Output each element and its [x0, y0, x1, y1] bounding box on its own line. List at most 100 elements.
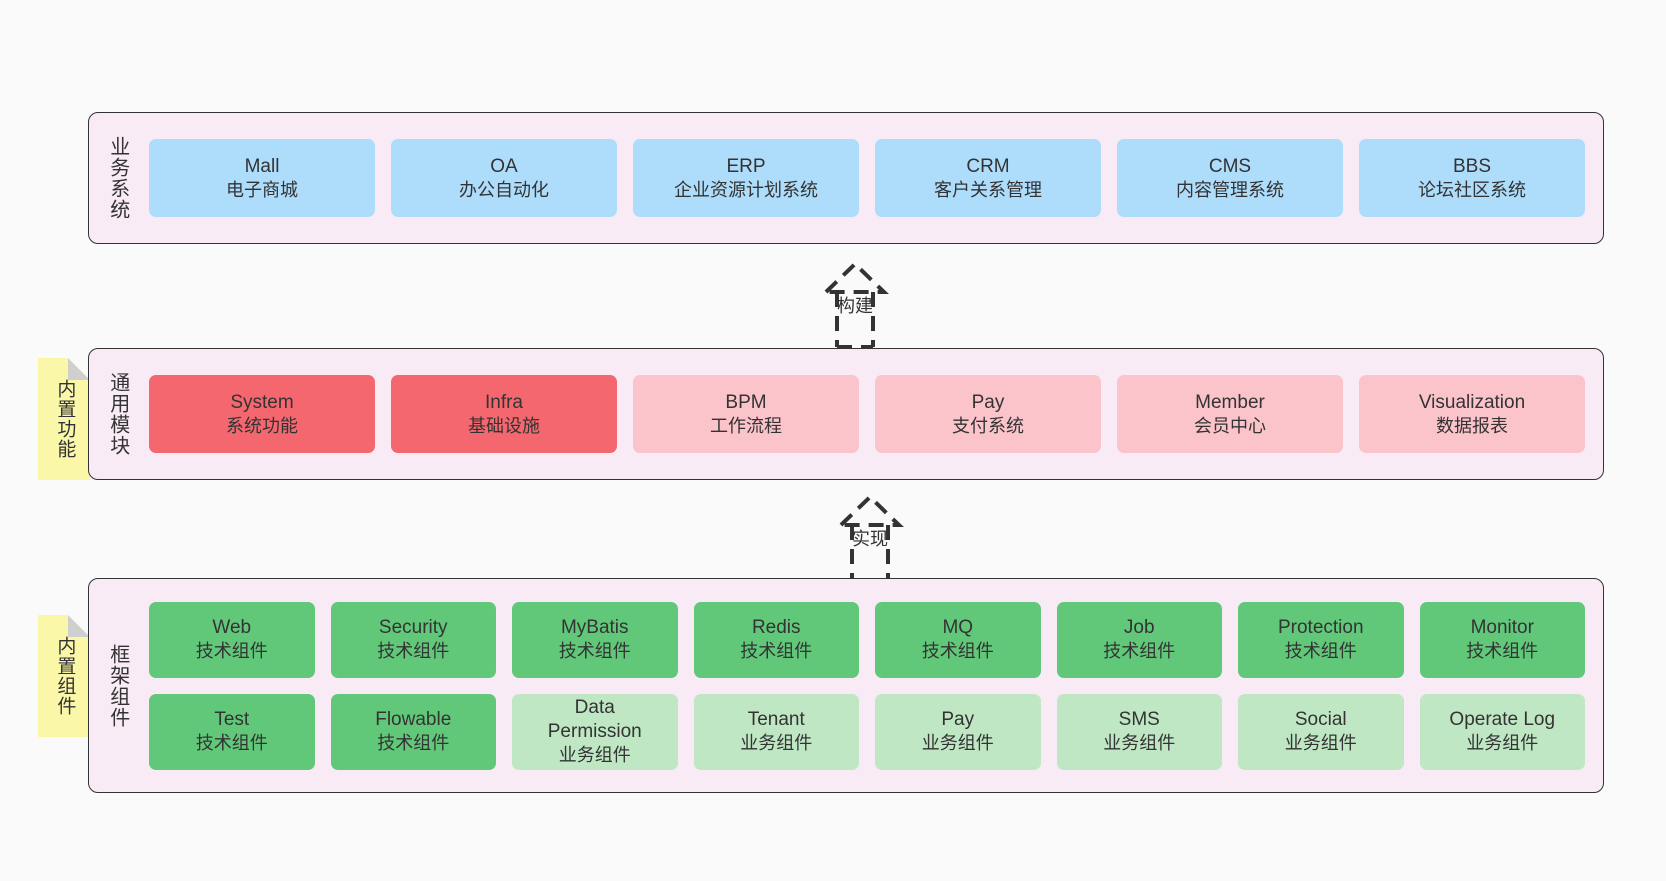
- card-mybatis[interactable]: MyBatis 技术组件: [512, 601, 678, 678]
- card-subtitle: 业务组件: [1466, 733, 1539, 754]
- card-flowable[interactable]: Flowable 技术组件: [330, 693, 496, 770]
- card-subtitle: 办公自动化: [459, 179, 549, 200]
- card-title: MQ: [942, 617, 974, 639]
- card-visualization[interactable]: Visualization 数据报表: [1359, 375, 1585, 453]
- card-subtitle: 数据报表: [1436, 415, 1508, 436]
- card-title: Protection: [1277, 617, 1364, 639]
- card-crm[interactable]: CRM 客户关系管理: [875, 139, 1101, 217]
- card-subtitle: 技术组件: [377, 641, 450, 662]
- card-job[interactable]: Job 技术组件: [1056, 601, 1222, 678]
- card-title: OA: [490, 155, 518, 177]
- card-social[interactable]: Social 业务组件: [1238, 693, 1404, 770]
- card-operate-log[interactable]: Operate Log 业务组件: [1419, 693, 1585, 770]
- card-bbs[interactable]: BBS 论坛社区系统: [1359, 139, 1585, 217]
- layer-title-common-modules: 通用模块: [106, 372, 129, 456]
- card-subtitle: 技术组件: [921, 641, 994, 662]
- card-subtitle: 业务组件: [558, 745, 631, 766]
- layer-title-business-systems: 业务系统: [106, 136, 129, 220]
- card-monitor[interactable]: Monitor 技术组件: [1419, 601, 1585, 678]
- card-subtitle: 业务组件: [1284, 733, 1357, 754]
- card-row: Test 技术组件 Flowable 技术组件 Data Permission …: [149, 693, 1585, 770]
- card-title: Monitor: [1470, 617, 1534, 639]
- card-subtitle: 技术组件: [558, 641, 631, 662]
- card-title: CMS: [1208, 155, 1252, 177]
- note-label: 内置组件: [54, 636, 76, 716]
- card-title: Tenant: [747, 709, 805, 731]
- card-sms[interactable]: SMS 业务组件: [1056, 693, 1222, 770]
- card-title: Operate Log: [1449, 709, 1556, 731]
- card-subtitle: 电子商城: [226, 179, 298, 200]
- card-cms[interactable]: CMS 内容管理系统: [1117, 139, 1343, 217]
- card-web[interactable]: Web 技术组件: [149, 601, 315, 678]
- card-title: ERP: [726, 155, 766, 177]
- card-subtitle: 技术组件: [740, 641, 813, 662]
- connector-implement: 实现: [775, 485, 965, 585]
- card-title: Test: [214, 709, 250, 731]
- card-oa[interactable]: OA 办公自动化: [391, 139, 617, 217]
- card-title: SMS: [1118, 709, 1160, 731]
- card-title: System: [230, 391, 294, 413]
- layer-body-framework-components: Web 技术组件 Security 技术组件 MyBatis 技术组件 Redi…: [145, 579, 1603, 792]
- card-member[interactable]: Member 会员中心: [1117, 375, 1343, 453]
- card-subtitle: 内容管理系统: [1176, 179, 1284, 200]
- card-title: CRM: [966, 155, 1010, 177]
- card-title: Security: [378, 617, 448, 639]
- card-subtitle: 技术组件: [195, 641, 268, 662]
- card-title: Pay: [971, 391, 1005, 413]
- card-title: BBS: [1452, 155, 1492, 177]
- card-infra[interactable]: Infra 基础设施: [391, 375, 617, 453]
- note-fold-corner-icon: [68, 615, 90, 637]
- card-title: Data Permission: [547, 697, 642, 743]
- layer-business-systems: 业务系统 Mall 电子商城 OA 办公自动化 ERP 企业资源计划系统 CRM…: [88, 112, 1604, 244]
- card-subtitle: 工作流程: [710, 415, 782, 436]
- card-subtitle: 技术组件: [1284, 641, 1357, 662]
- card-subtitle: 技术组件: [377, 733, 450, 754]
- card-mall[interactable]: Mall 电子商城: [149, 139, 375, 217]
- card-title: Pay: [941, 709, 975, 731]
- card-subtitle: 系统功能: [226, 415, 298, 436]
- card-erp[interactable]: ERP 企业资源计划系统: [633, 139, 859, 217]
- note-label: 内置功能: [54, 379, 76, 459]
- card-title: Web: [212, 617, 252, 639]
- card-pay-component[interactable]: Pay 业务组件: [875, 693, 1041, 770]
- card-pay-module[interactable]: Pay 支付系统: [875, 375, 1101, 453]
- card-subtitle: 技术组件: [1466, 641, 1539, 662]
- connector-implement-label: 实现: [852, 529, 888, 549]
- card-data-permission[interactable]: Data Permission 业务组件: [512, 693, 678, 770]
- connector-build-glyph: [821, 261, 889, 349]
- card-subtitle: 论坛社区系统: [1418, 179, 1526, 200]
- layer-common-modules: 通用模块 System 系统功能 Infra 基础设施 BPM 工作流程 Pay…: [88, 348, 1604, 480]
- card-subtitle: 技术组件: [1103, 641, 1176, 662]
- card-tenant[interactable]: Tenant 业务组件: [693, 693, 859, 770]
- card-system[interactable]: System 系统功能: [149, 375, 375, 453]
- card-title: Social: [1294, 709, 1347, 731]
- card-mq[interactable]: MQ 技术组件: [875, 601, 1041, 678]
- card-title: Flowable: [375, 709, 452, 731]
- card-protection[interactable]: Protection 技术组件: [1238, 601, 1404, 678]
- card-subtitle: 业务组件: [740, 733, 813, 754]
- layer-body-common-modules: System 系统功能 Infra 基础设施 BPM 工作流程 Pay 支付系统…: [145, 349, 1603, 479]
- card-subtitle: 技术组件: [195, 733, 268, 754]
- card-redis[interactable]: Redis 技术组件: [693, 601, 859, 678]
- card-title: BPM: [725, 391, 767, 413]
- card-security[interactable]: Security 技术组件: [330, 601, 496, 678]
- note-fold-corner-icon: [68, 358, 90, 380]
- card-test[interactable]: Test 技术组件: [149, 693, 315, 770]
- card-subtitle: 会员中心: [1194, 415, 1266, 436]
- card-title: Mall: [244, 155, 280, 177]
- card-row: System 系统功能 Infra 基础设施 BPM 工作流程 Pay 支付系统…: [149, 375, 1585, 453]
- card-title: Redis: [751, 617, 801, 639]
- card-title: MyBatis: [560, 617, 629, 639]
- card-bpm[interactable]: BPM 工作流程: [633, 375, 859, 453]
- card-row: Web 技术组件 Security 技术组件 MyBatis 技术组件 Redi…: [149, 601, 1585, 678]
- note-builtin-features: 内置功能: [38, 358, 90, 480]
- card-subtitle: 企业资源计划系统: [674, 179, 818, 200]
- note-builtin-components: 内置组件: [38, 615, 90, 737]
- layer-body-business-systems: Mall 电子商城 OA 办公自动化 ERP 企业资源计划系统 CRM 客户关系…: [145, 113, 1603, 243]
- card-subtitle: 支付系统: [952, 415, 1024, 436]
- card-title: Visualization: [1418, 391, 1526, 413]
- layer-title-framework-components: 框架组件: [106, 643, 129, 728]
- card-title: Job: [1123, 617, 1155, 639]
- card-subtitle: 业务组件: [1103, 733, 1176, 754]
